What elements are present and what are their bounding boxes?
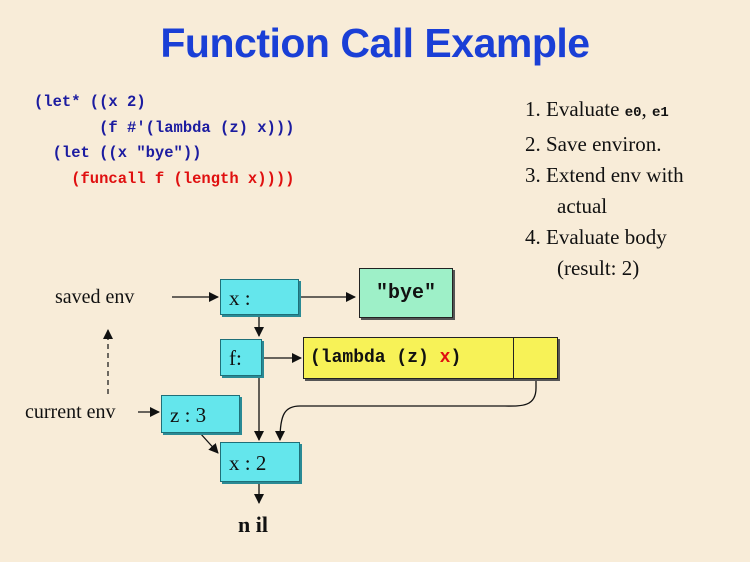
page-title: Function Call Example — [160, 20, 590, 66]
current-env-label: current env — [25, 401, 116, 423]
frame-f: f: — [220, 339, 262, 376]
code-line: (f #'(lambda (z) x))) — [34, 118, 295, 137]
saved-env-label: saved env — [55, 286, 135, 308]
closure-env-arrow — [275, 357, 537, 441]
step-4-cont: (result: 2) — [557, 256, 640, 280]
nil-label: n il — [238, 512, 268, 537]
z-to-x2-arrow — [199, 432, 219, 454]
step-1: 1. Evaluate e0, e1 — [525, 97, 669, 121]
closure-code: (lambda (z) x) — [304, 338, 514, 378]
code-block: (let* ((x 2) (f #'(lambda (z) x))) (let … — [34, 90, 294, 192]
code-line: (let* ((x 2) — [34, 93, 146, 111]
steps-list: 1. Evaluate e0, e1 2. Save environ. 3. E… — [525, 94, 684, 284]
step-3-cont: actual — [557, 194, 608, 218]
step-4: 4. Evaluate body — [525, 225, 667, 249]
frame-z: z : 3 — [161, 395, 240, 433]
code-line-funcall: (funcall f (length x)))) — [34, 169, 295, 188]
step-2: 2. Save environ. — [525, 132, 662, 156]
step-3: 3. Extend env with — [525, 163, 684, 187]
frame-x-bye: x : — [220, 279, 299, 315]
code-line: (let ((x "bye")) — [34, 144, 202, 162]
closure-box: (lambda (z) x) — [303, 337, 558, 379]
value-bye: "bye" — [359, 268, 453, 318]
frame-x2: x : 2 — [220, 442, 300, 482]
